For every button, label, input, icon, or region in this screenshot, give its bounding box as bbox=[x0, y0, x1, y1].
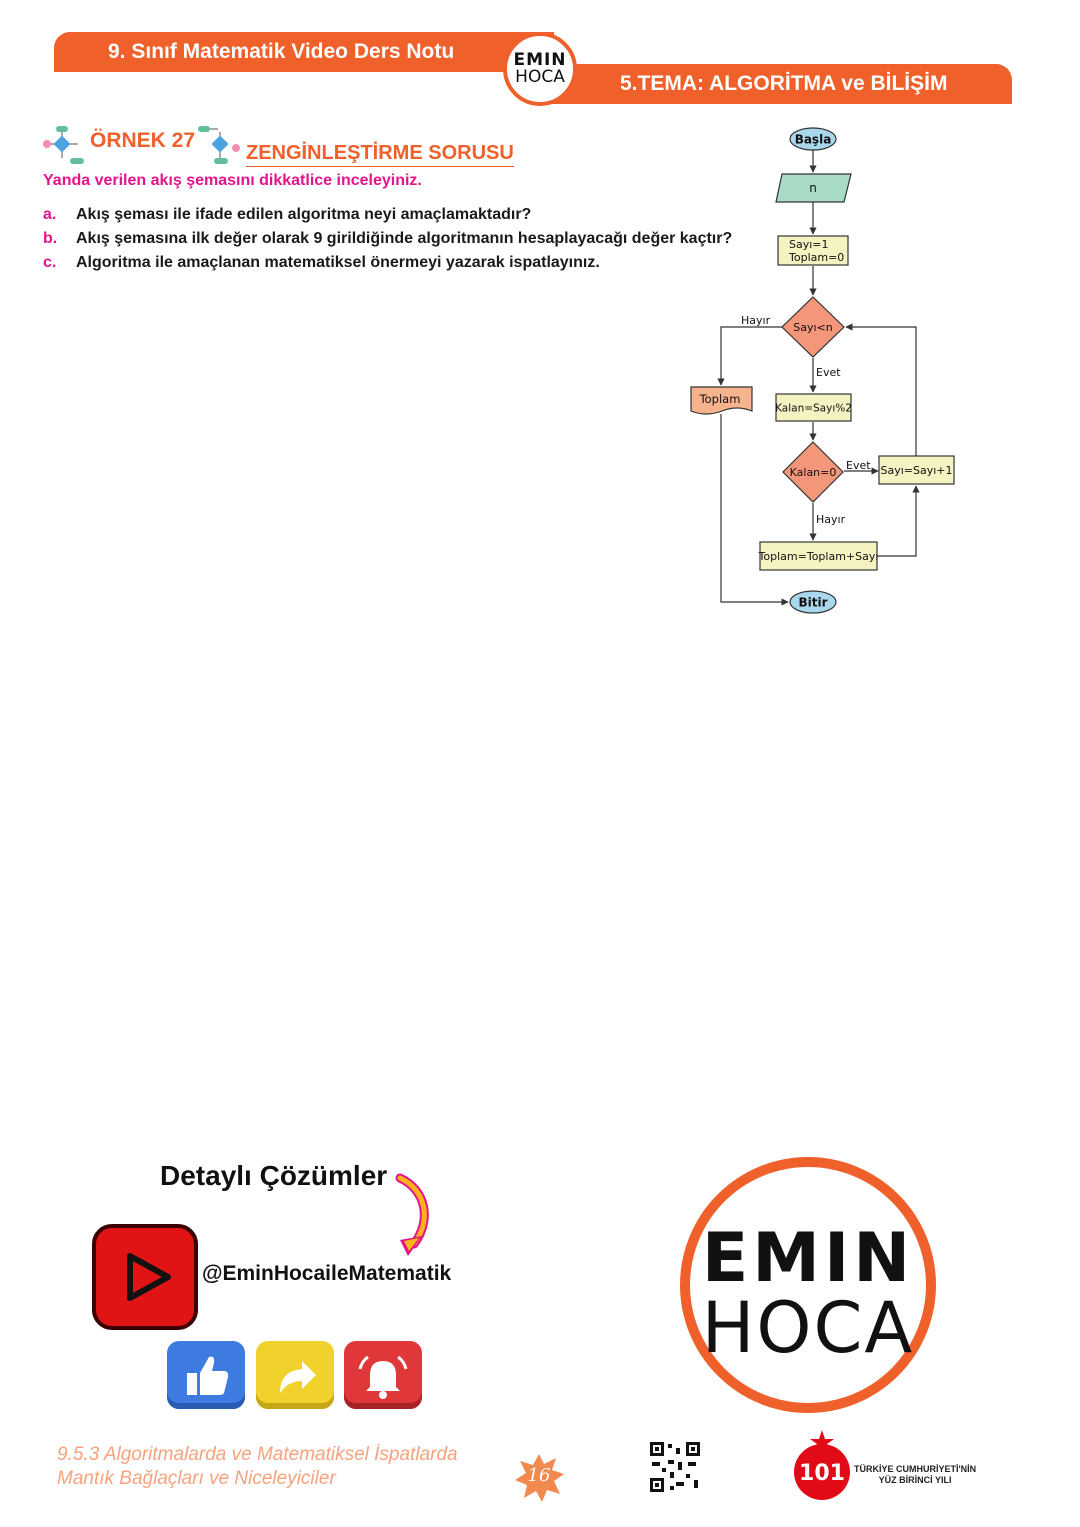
footer-topic: 9.5.3 Algoritmalarda ve Matematiksel İsp… bbox=[57, 1443, 458, 1491]
tc-caption-line1: TÜRKİYE CUMHURİYETİ'NİN bbox=[854, 1464, 977, 1474]
logo-word-emin: EMIN bbox=[513, 50, 567, 70]
youtube-channel-handle[interactable]: @EminHocaileMatematik bbox=[202, 1262, 452, 1285]
question-text: Akış şemasına ilk değer olarak 9 girildi… bbox=[76, 230, 733, 247]
header-left-band bbox=[54, 32, 554, 72]
flow-end-node bbox=[789, 590, 837, 614]
flow-init-line2: Toplam=0 bbox=[788, 251, 844, 264]
page-number-badge: 16 bbox=[512, 1450, 566, 1504]
youtube-icon[interactable] bbox=[92, 1224, 198, 1330]
tc-caption: TÜRKİYE CUMHURİYETİ'NİN YÜZ BİRİNCİ YILI bbox=[854, 1464, 976, 1486]
header-right-band bbox=[548, 64, 1012, 104]
flow-decision-2-label: Kalan=0 bbox=[790, 466, 837, 479]
flow-mod-node bbox=[775, 393, 852, 422]
turkey-101-years-logo: 101 bbox=[794, 1430, 850, 1500]
promo-title: Detaylı Çözümler bbox=[160, 1160, 388, 1191]
flowchart-mini-icon bbox=[43, 126, 84, 164]
flow-init-line1: Sayı=1 bbox=[789, 238, 829, 251]
flow-increment-node bbox=[878, 455, 955, 485]
curved-arrow-icon bbox=[395, 1173, 429, 1256]
header-course-title: 9. Sınıf Matematik Video Ders Notu bbox=[108, 40, 455, 63]
flow-yes-label-2: Evet bbox=[846, 459, 871, 472]
flow-input-node bbox=[775, 173, 852, 203]
flow-start-label: Başla bbox=[795, 133, 832, 147]
flow-no-label-1: Hayır bbox=[741, 314, 771, 327]
like-icon[interactable] bbox=[167, 1341, 245, 1409]
flow-no-label-2: Hayır bbox=[816, 513, 846, 526]
footer-topic-line2: Mantık Bağlaçları ve Niceleyiciler bbox=[57, 1468, 336, 1489]
flow-yes-label-1: Evet bbox=[816, 366, 841, 379]
tc-caption-line2: YÜZ BİRİNCİ YILI bbox=[878, 1475, 952, 1485]
flow-output-label: Toplam bbox=[699, 392, 741, 406]
flow-mod-label: Kalan=Sayı%2 bbox=[775, 403, 852, 415]
qr-code-icon[interactable] bbox=[648, 1440, 702, 1494]
flow-decision-1-label: Sayı<n bbox=[793, 321, 833, 334]
flow-increment-label: Sayı=Sayı+1 bbox=[880, 464, 952, 477]
question-letter: b. bbox=[43, 230, 58, 247]
logo-word-hoca: HOCA bbox=[515, 67, 565, 87]
question-text: Akış şeması ile ifade edilen algoritma n… bbox=[76, 206, 532, 223]
tc-badge-number: 101 bbox=[799, 1461, 845, 1486]
page-number: 16 bbox=[527, 1465, 551, 1486]
flow-decision-2 bbox=[782, 441, 844, 503]
flow-end-label: Bitir bbox=[798, 596, 827, 610]
flow-decision-1 bbox=[781, 296, 845, 358]
flowchart-mini-icon-2 bbox=[198, 126, 240, 164]
flowchart-connectors bbox=[717, 150, 920, 606]
flow-accumulate-label: Toplam=Toplam+Sayı bbox=[758, 550, 879, 563]
question-letter: a. bbox=[43, 206, 57, 223]
flow-input-label: n bbox=[809, 181, 817, 195]
logo-word-hoca: HOCA bbox=[701, 1287, 915, 1369]
flow-output-node bbox=[690, 386, 753, 415]
flow-start-node bbox=[789, 127, 837, 151]
example-instruction: Yanda verilen akış şemasını dikkatlice i… bbox=[43, 172, 422, 189]
question-text: Algoritma ile amaçlanan matematiksel öne… bbox=[76, 254, 600, 271]
header-unit-title: 5.TEMA: ALGORİTMA ve BİLİŞİM bbox=[620, 72, 948, 95]
example-tag: ZENGİNLEŞTİRME SORUSU bbox=[246, 142, 514, 167]
share-icon[interactable] bbox=[256, 1341, 334, 1409]
logo-word-emin: EMIN bbox=[701, 1219, 915, 1298]
header-logo: EMIN HOCA bbox=[503, 32, 577, 106]
example-label: ÖRNEK 27 bbox=[90, 129, 196, 152]
brand-logo: EMIN HOCA bbox=[680, 1157, 936, 1413]
flowchart: Başla n Sayı=1 Toplam=0 Sayı<n Hayır Eve… bbox=[690, 127, 955, 614]
bell-icon[interactable] bbox=[344, 1341, 422, 1409]
flow-init-node bbox=[777, 235, 849, 266]
question-letter: c. bbox=[43, 254, 57, 271]
flow-accumulate-node bbox=[759, 541, 878, 571]
footer-topic-line1: 9.5.3 Algoritmalarda ve Matematiksel İsp… bbox=[57, 1444, 458, 1465]
